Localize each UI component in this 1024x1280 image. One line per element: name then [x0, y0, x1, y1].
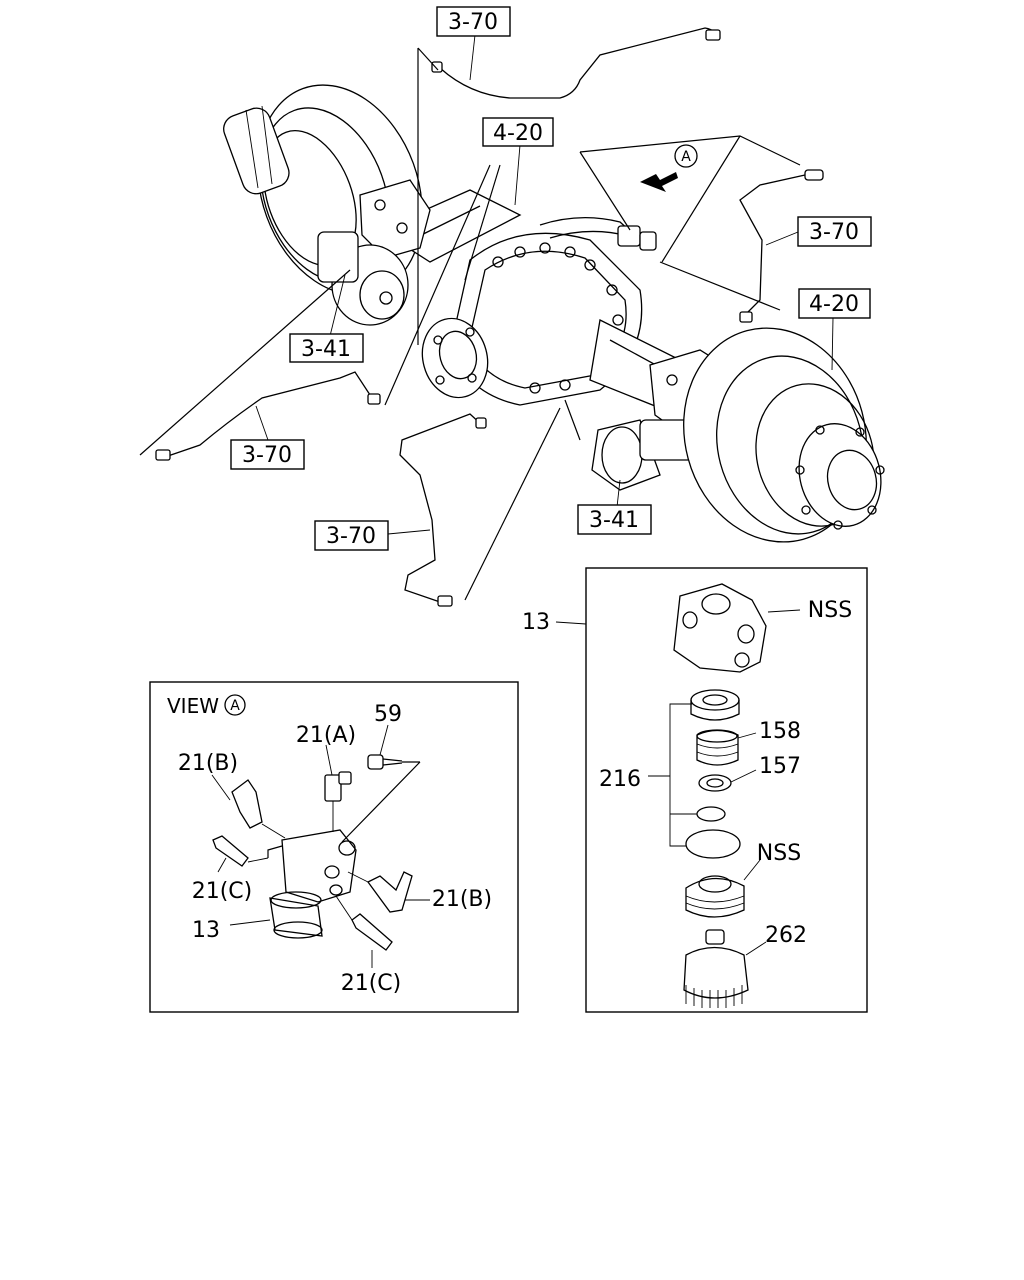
svg-text:3-70: 3-70	[326, 524, 376, 549]
svg-text:3-70: 3-70	[242, 443, 292, 468]
svg-text:3-70: 3-70	[448, 10, 498, 35]
label-21c-bottom: 21(C)	[341, 971, 402, 996]
view-a-title: VIEW	[167, 694, 219, 718]
view-a-letter: A	[681, 149, 691, 165]
label-21b-top: 21(B)	[178, 751, 238, 776]
label-21c-left: 21(C)	[192, 879, 253, 904]
ref-4-20-left[interactable]: 4-20	[482, 117, 554, 147]
view-arrow-icon	[640, 172, 678, 192]
svg-text:3-41: 3-41	[589, 508, 639, 533]
ref-3-70-top[interactable]: 3-70	[436, 6, 511, 37]
label-157: 157	[759, 754, 801, 779]
label-216: 216	[599, 767, 641, 792]
svg-text:3-70: 3-70	[809, 220, 859, 245]
label-13-parts: 13	[522, 610, 550, 635]
label-158: 158	[759, 719, 801, 744]
rear-axle-assembly	[223, 84, 885, 543]
air-pipes	[155, 27, 824, 607]
view-a-title-marker: A	[230, 698, 240, 714]
ref-3-70-bottom[interactable]: 3-70	[314, 520, 389, 551]
ref-3-41-left[interactable]: 3-41	[289, 333, 364, 363]
label-59: 59	[374, 702, 402, 727]
svg-text:4-20: 4-20	[493, 121, 543, 146]
label-nss-mid: NSS	[757, 841, 801, 866]
label-262: 262	[765, 923, 807, 948]
label-13-view: 13	[192, 918, 220, 943]
ref-3-41-right[interactable]: 3-41	[577, 504, 652, 535]
svg-text:3-41: 3-41	[301, 337, 351, 362]
svg-text:4-20: 4-20	[809, 292, 859, 317]
ref-4-20-right[interactable]: 4-20	[798, 288, 871, 319]
leader-lines	[139, 34, 834, 601]
view-a-marker: A	[640, 144, 698, 192]
parts-breakdown-panel: 13	[522, 567, 868, 1013]
label-21b-right: 21(B)	[432, 887, 492, 912]
label-21a: 21(A)	[296, 723, 356, 748]
ref-3-70-right[interactable]: 3-70	[797, 216, 872, 247]
view-a-panel: VIEW A	[149, 681, 519, 1013]
ref-3-70-left[interactable]: 3-70	[230, 439, 305, 470]
label-nss-top: NSS	[808, 598, 852, 623]
